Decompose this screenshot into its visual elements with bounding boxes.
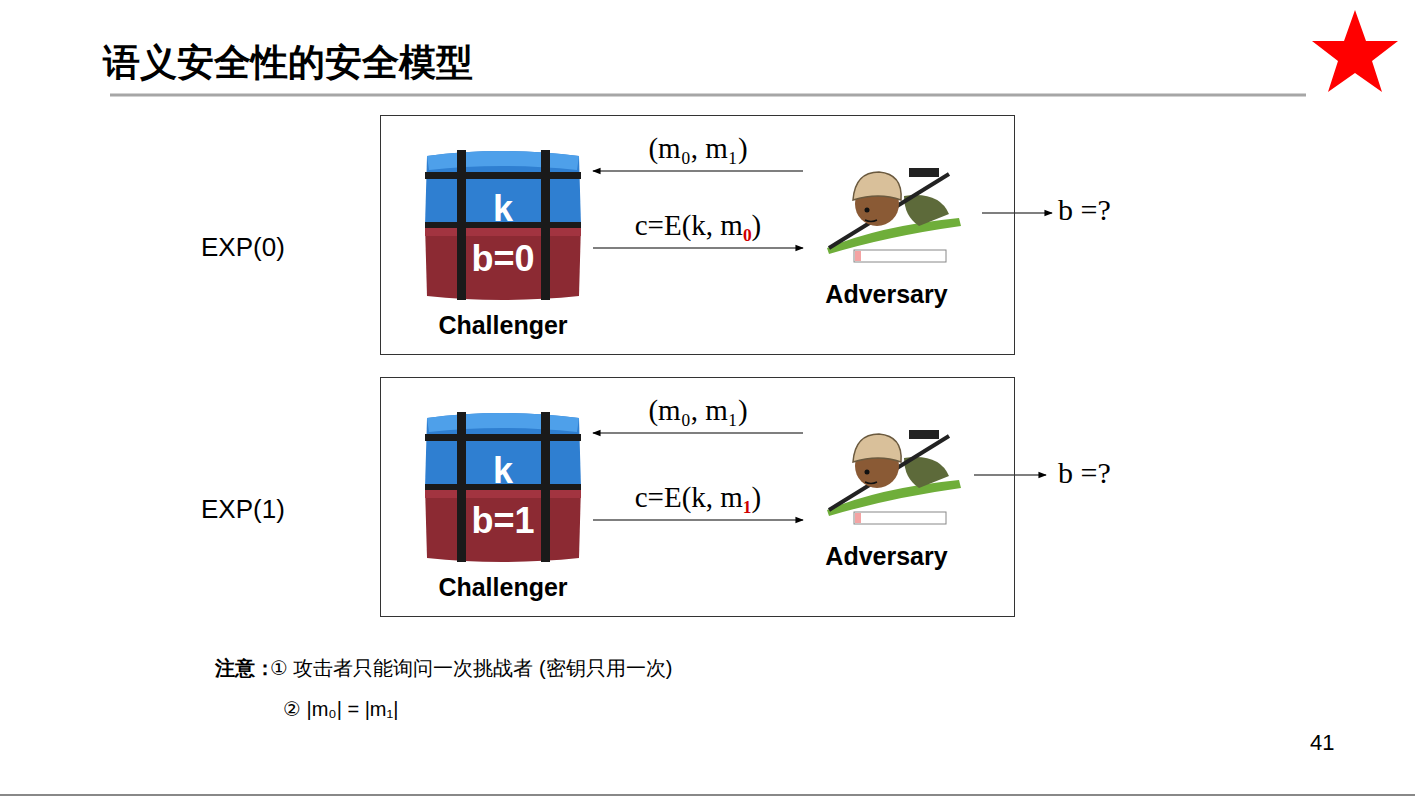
soldier-figure (809, 156, 964, 268)
label-char (713, 209, 720, 241)
label-char (713, 481, 720, 513)
footer-rule (0, 794, 1415, 796)
bit-label: b=1 (419, 500, 587, 541)
bit-label: b=0 (419, 238, 587, 279)
label-char: ₁ (743, 481, 752, 513)
result-arrow (982, 212, 1052, 213)
edge-label: c=E(k, m₁) (635, 481, 762, 514)
soldier-part (865, 470, 870, 475)
label-char: c (635, 209, 648, 241)
key-label: k (419, 450, 587, 491)
note-heading: 注意： (215, 655, 275, 682)
soldier-part (853, 434, 901, 462)
crate-part (427, 151, 579, 170)
page-number: 41 (1310, 730, 1334, 756)
soldier-part (865, 208, 870, 213)
experiment-label: EXP(1) (201, 495, 285, 525)
message-arrow (593, 519, 803, 520)
label-char: ) (752, 209, 762, 241)
note-text: ① 攻击者只能询问一次挑战者 (密钥只用一次) (270, 655, 672, 682)
label-char: = (648, 209, 664, 241)
message-arrow (593, 432, 803, 433)
challenger-node: k b=1Challenger (419, 408, 587, 613)
soldier-part (853, 172, 901, 200)
edge-label: (m₀, m₁) (648, 394, 747, 427)
key-label: k (419, 188, 587, 229)
result-label: b =? (1058, 193, 1111, 227)
experiment-label: EXP(0) (201, 233, 285, 263)
soldier-part (855, 251, 861, 261)
adversary-node: Adversary (809, 418, 964, 578)
result-label: b =? (1058, 456, 1111, 490)
title-rule (110, 94, 1306, 97)
label-char: ₀ (743, 209, 752, 241)
role-label: Adversary (809, 280, 964, 309)
role-label: Challenger (419, 311, 587, 340)
soldier-part (854, 512, 946, 524)
label-char: m (720, 481, 743, 513)
soldier-part (909, 430, 939, 439)
edge-label: (m₀, m₁) (648, 132, 747, 165)
soldier-part (909, 168, 939, 177)
adversary-node: Adversary (809, 156, 964, 316)
message-arrow (593, 247, 803, 248)
soldier-part (855, 513, 861, 523)
red-star (1312, 10, 1398, 92)
label-char: ( (682, 481, 692, 513)
note-text: ② |m₀| = |m₁| (283, 697, 398, 721)
label-char: ( (682, 209, 692, 241)
result-arrow (974, 474, 1046, 475)
crate-part (425, 434, 581, 441)
soldier-group (827, 168, 961, 262)
edge-label: c=E(k, m₀) (635, 209, 762, 242)
crate-part (427, 413, 579, 432)
label-char: = (648, 481, 664, 513)
label-char: , (706, 481, 713, 513)
soldier-group (827, 430, 961, 524)
label-char: E (664, 209, 682, 241)
soldier-figure (809, 418, 964, 530)
role-label: Challenger (419, 573, 587, 602)
label-char: E (664, 481, 682, 513)
label-char: , (706, 209, 713, 241)
challenger-node: k b=0Challenger (419, 146, 587, 351)
label-char: k (691, 481, 706, 513)
soldier-part (854, 250, 946, 262)
slide-title: 语义安全性的安全模型 (103, 38, 473, 88)
label-char: c (635, 481, 648, 513)
label-char: ) (752, 481, 762, 513)
soldier-part (865, 482, 877, 484)
label-char: k (691, 209, 706, 241)
message-arrow (593, 170, 803, 171)
role-label: Adversary (809, 542, 964, 571)
label-char: m (720, 209, 743, 241)
crate-part (425, 172, 581, 179)
soldier-part (865, 220, 877, 222)
